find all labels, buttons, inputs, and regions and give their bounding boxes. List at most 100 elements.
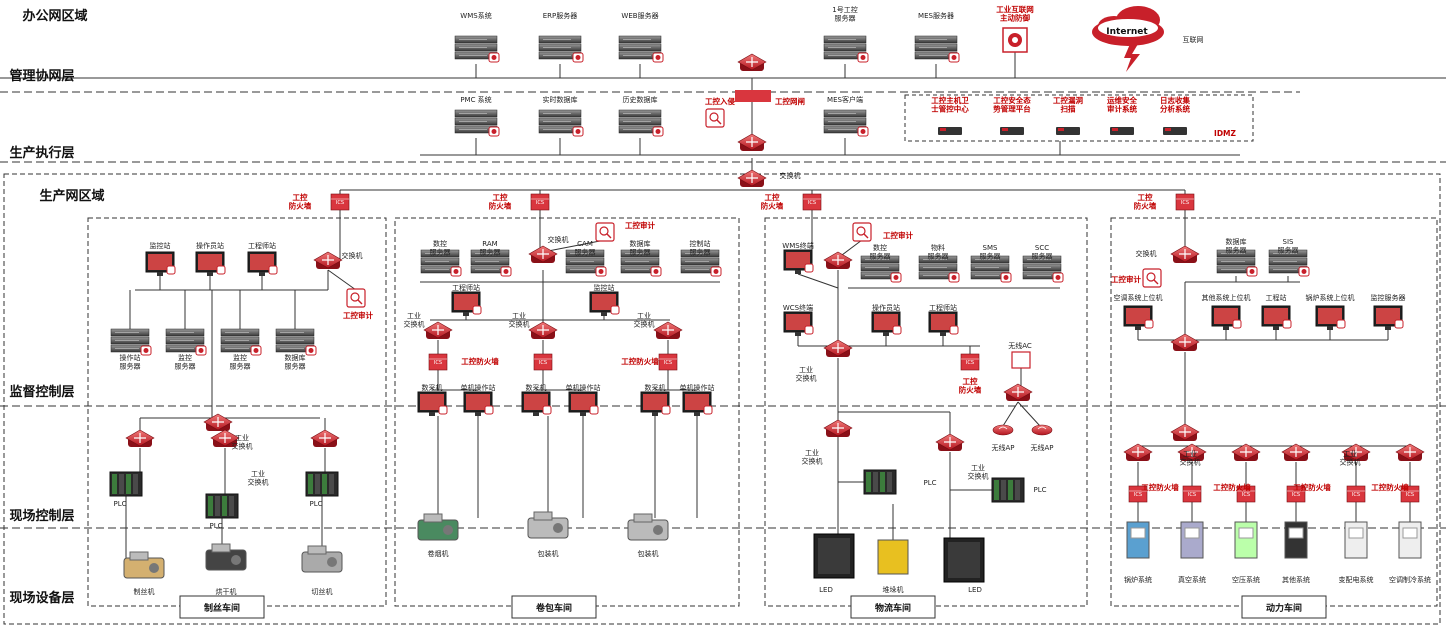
dmz-appliance bbox=[1000, 127, 1024, 135]
station-label: 监控站 bbox=[594, 283, 615, 292]
station-label: 单机操作站 bbox=[680, 383, 715, 392]
audit-box bbox=[1142, 268, 1162, 288]
mes-server-label: 历史数据库 bbox=[623, 95, 658, 104]
firewall-body bbox=[802, 193, 822, 211]
zone-firewall: ICS bbox=[330, 193, 350, 211]
ws1-plc bbox=[305, 471, 339, 497]
monitor-stand bbox=[1223, 326, 1229, 330]
office-server bbox=[618, 35, 664, 63]
station-label: 操作员站 bbox=[196, 241, 224, 250]
monitor-stand bbox=[652, 412, 658, 416]
ind-firewall-label: 工控防火墙 bbox=[621, 356, 659, 366]
link-line bbox=[542, 239, 606, 253]
switch-arrows bbox=[1350, 447, 1362, 457]
plc-module bbox=[315, 474, 320, 494]
monitor-screen bbox=[250, 254, 274, 270]
shield-dot bbox=[893, 275, 899, 280]
ws2-firewall: ICS bbox=[533, 353, 553, 371]
ap-icon bbox=[992, 424, 1014, 436]
prod-zone-title: 生产网区域 bbox=[39, 188, 104, 204]
monitor-stand bbox=[475, 412, 481, 416]
switch-arrows bbox=[1186, 447, 1198, 457]
magnifier-icon bbox=[709, 112, 719, 122]
mgmt-switch bbox=[737, 53, 767, 71]
mes-switch bbox=[737, 133, 767, 151]
office-server-label: WEB服务器 bbox=[621, 11, 658, 20]
internet-desc-label: 互联网 bbox=[1183, 35, 1204, 44]
monitor-stand bbox=[1327, 326, 1333, 330]
gateway-icon bbox=[735, 90, 771, 102]
gear-icon bbox=[1002, 27, 1028, 53]
ws4-firewall: ICS bbox=[1128, 485, 1148, 503]
ws2-op-station bbox=[417, 391, 448, 416]
led-screen-icon bbox=[813, 533, 855, 579]
magnifier-handle bbox=[1153, 279, 1159, 285]
station-label: 其他系统上位机 bbox=[1202, 293, 1251, 302]
ws3-ind-switch bbox=[935, 433, 965, 451]
mes-server bbox=[618, 109, 664, 137]
ws4-firewall: ICS bbox=[1236, 485, 1256, 503]
ws2-machine bbox=[627, 513, 669, 541]
ws1-station bbox=[247, 251, 278, 276]
workshop-tab bbox=[1241, 595, 1327, 619]
plc-module bbox=[880, 472, 885, 492]
cabinet-body bbox=[1284, 521, 1308, 559]
switch-arrows bbox=[537, 325, 549, 335]
monitor-stand bbox=[601, 312, 607, 316]
magnifier-handle bbox=[863, 233, 869, 239]
ws1-station bbox=[145, 251, 176, 276]
monitor-stand bbox=[259, 272, 265, 276]
zone-firewall: ICS bbox=[1175, 193, 1195, 211]
plc-module bbox=[1015, 480, 1020, 500]
shield-dot bbox=[951, 55, 957, 60]
monitor-screen bbox=[420, 394, 444, 410]
zone-firewall: ICS bbox=[802, 193, 822, 211]
mes-server bbox=[454, 109, 500, 137]
plc-module bbox=[994, 480, 999, 500]
ws2-ind-switch bbox=[423, 321, 453, 339]
machine-label: 制丝机 bbox=[134, 587, 155, 596]
machine-wheel bbox=[653, 525, 663, 535]
workshop-name: 物流车间 bbox=[875, 602, 911, 614]
ws2-machine bbox=[527, 511, 569, 539]
station-label: 空调系统上位机 bbox=[1114, 293, 1163, 302]
ws2-server bbox=[470, 249, 512, 277]
mgmt-layer-title: 管理协网层 bbox=[9, 68, 74, 84]
led-screen bbox=[948, 542, 980, 578]
device-label: 空压系统 bbox=[1232, 575, 1260, 584]
firewall-body bbox=[533, 353, 553, 371]
ws4-device bbox=[1180, 521, 1204, 559]
ws4-device bbox=[1398, 521, 1422, 559]
plc-module bbox=[229, 496, 234, 516]
shield-dot bbox=[713, 269, 719, 274]
machine-top bbox=[307, 545, 327, 555]
magnifier-icon bbox=[856, 226, 866, 236]
ws2-station bbox=[451, 291, 482, 316]
server-label: 监控服务器 bbox=[230, 353, 251, 371]
shield-badge bbox=[1144, 319, 1154, 329]
ap-body bbox=[1031, 424, 1053, 436]
shield-badge bbox=[949, 325, 959, 335]
zone-firewall: ICS bbox=[530, 193, 550, 211]
magnifier-icon bbox=[599, 226, 609, 236]
ws1-ind-switch bbox=[310, 429, 340, 447]
cabinet-body bbox=[1234, 521, 1258, 559]
plc-module bbox=[126, 474, 131, 494]
intrusion-label: 工控入侵 bbox=[705, 96, 735, 106]
ind-firewall-label: 工控防火墙 bbox=[1213, 482, 1251, 492]
ws1-server bbox=[275, 328, 317, 356]
ws2-firewall: ICS bbox=[428, 353, 448, 371]
workshop-box bbox=[764, 217, 1088, 607]
switch-label: 交换机 bbox=[548, 235, 569, 244]
ws4-audit bbox=[1142, 268, 1162, 288]
monitor-screen bbox=[1126, 308, 1150, 324]
office-server bbox=[823, 35, 869, 63]
cabinet-panel bbox=[1348, 527, 1364, 539]
server-label: 数控服务器 bbox=[870, 243, 891, 261]
switch-arrows bbox=[134, 433, 146, 443]
station-label: 工程师站 bbox=[248, 241, 276, 250]
idmz-label: IDMZ bbox=[1214, 129, 1236, 138]
ws3-plc bbox=[863, 469, 897, 495]
machine-wheel bbox=[149, 563, 159, 573]
